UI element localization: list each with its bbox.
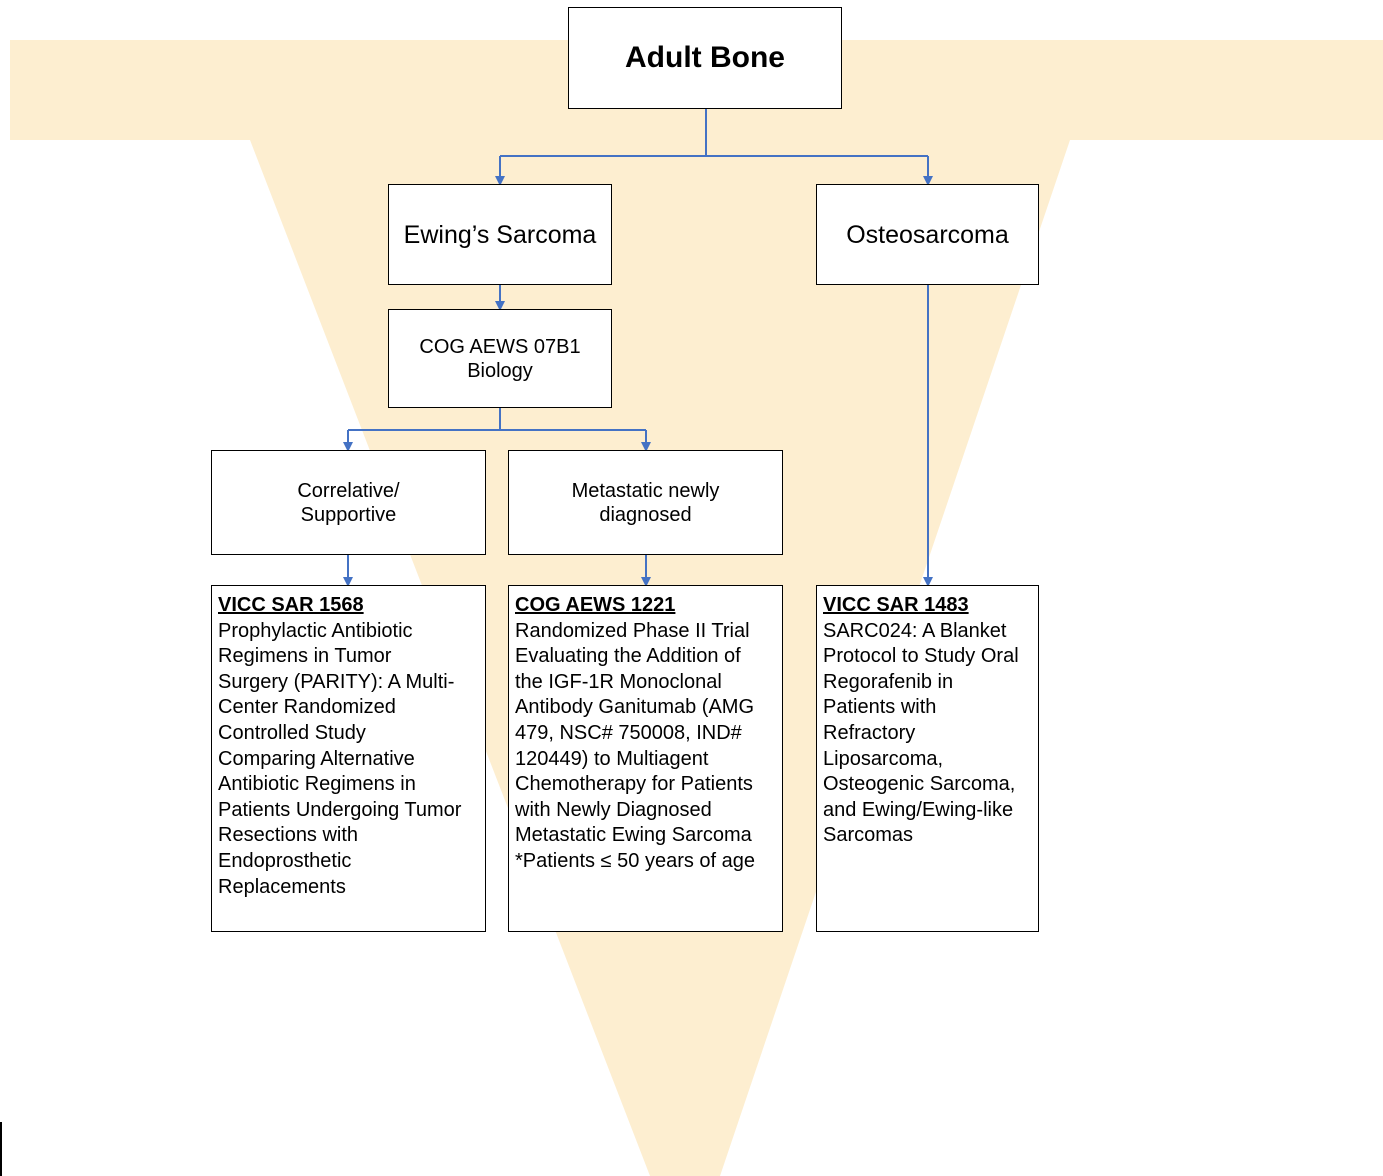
node-adult-bone: Adult Bone bbox=[568, 7, 842, 109]
trial-vicc-sar-1568: VICC SAR 1568 Prophylactic Antibiotic Re… bbox=[211, 585, 486, 932]
trial-vicc-sar-1568-id: VICC SAR 1568 bbox=[218, 594, 364, 616]
trial-cog-aews-1221-description: Randomized Phase II Trial Evaluating the… bbox=[515, 619, 756, 872]
node-ewings-sarcoma: Ewing’s Sarcoma bbox=[388, 184, 612, 285]
trial-vicc-sar-1483-description: SARC024: A Blanket Protocol to Study Ora… bbox=[823, 619, 1019, 847]
trial-cog-aews-1221: COG AEWS 1221 Randomized Phase II Trial … bbox=[508, 585, 783, 932]
node-correlative-supportive-label: Correlative/ Supportive bbox=[297, 479, 400, 526]
trial-vicc-sar-1568-description: Prophylactic Antibiotic Regimens in Tumo… bbox=[218, 619, 462, 898]
trial-vicc-sar-1483-id: VICC SAR 1483 bbox=[823, 594, 969, 616]
node-adult-bone-label: Adult Bone bbox=[625, 41, 785, 74]
node-cog-aews-07b1: COG AEWS 07B1 Biology bbox=[388, 309, 612, 408]
trial-cog-aews-1221-id: COG AEWS 1221 bbox=[515, 594, 676, 616]
node-metastatic-newly-diagnosed-label: Metastatic newly diagnosed bbox=[571, 479, 720, 526]
node-cog-aews-07b1-label: COG AEWS 07B1 Biology bbox=[419, 335, 581, 382]
node-osteosarcoma-label: Osteosarcoma bbox=[846, 220, 1009, 249]
node-metastatic-newly-diagnosed: Metastatic newly diagnosed bbox=[508, 450, 783, 555]
node-correlative-supportive: Correlative/ Supportive bbox=[211, 450, 486, 555]
node-osteosarcoma: Osteosarcoma bbox=[816, 184, 1039, 285]
node-ewings-sarcoma-label: Ewing’s Sarcoma bbox=[403, 220, 597, 249]
left-edge-mark bbox=[0, 1122, 2, 1176]
trial-vicc-sar-1483: VICC SAR 1483 SARC024: A Blanket Protoco… bbox=[816, 585, 1039, 932]
